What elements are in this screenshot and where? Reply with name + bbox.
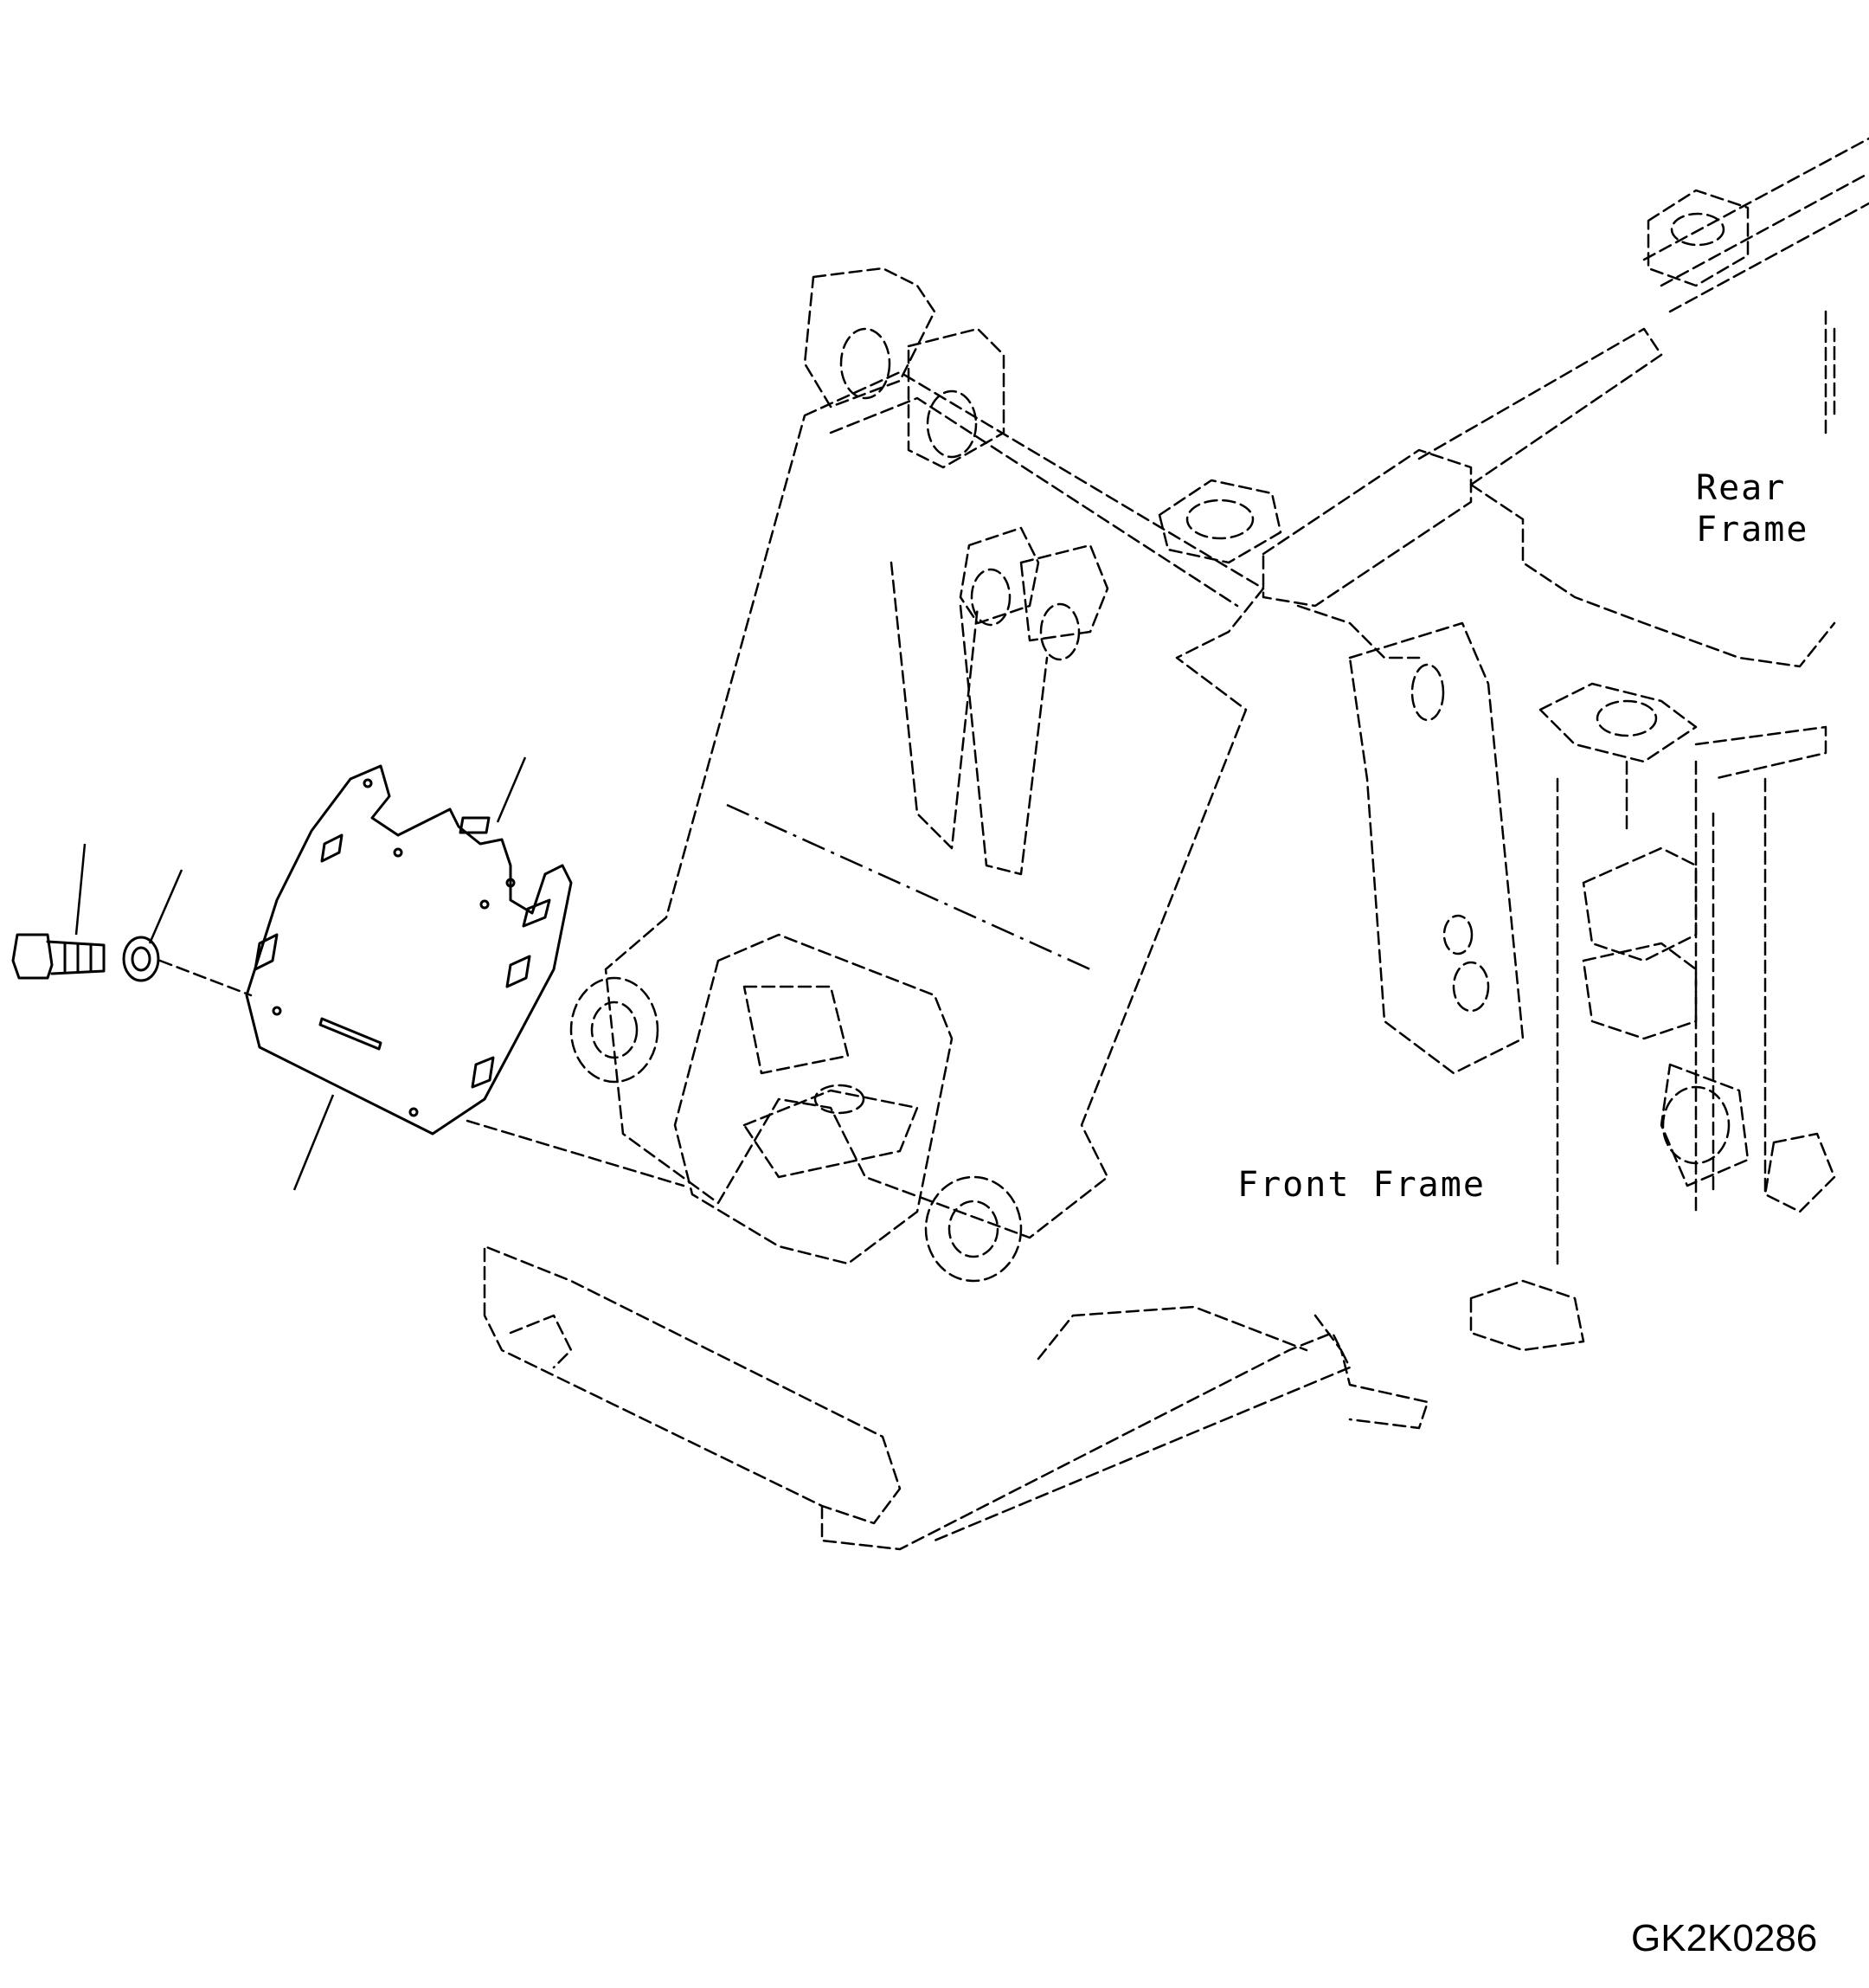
leader-lines <box>74 756 527 1191</box>
front-frame <box>483 267 1836 1551</box>
washer <box>122 936 160 982</box>
bolt <box>11 933 106 980</box>
cover-plate <box>245 764 573 1136</box>
rear-frame-label-line1: Rear <box>1696 468 1787 508</box>
front-frame-label: Front Frame <box>1237 1165 1486 1205</box>
assembly-lines <box>158 959 685 1187</box>
rear-frame-label: Rear Frame <box>1696 467 1808 550</box>
drawing-code: GK2K0286 <box>1631 1917 1818 1959</box>
rear-frame <box>1158 137 1869 1213</box>
rear-frame-label-line2: Frame <box>1696 510 1809 550</box>
